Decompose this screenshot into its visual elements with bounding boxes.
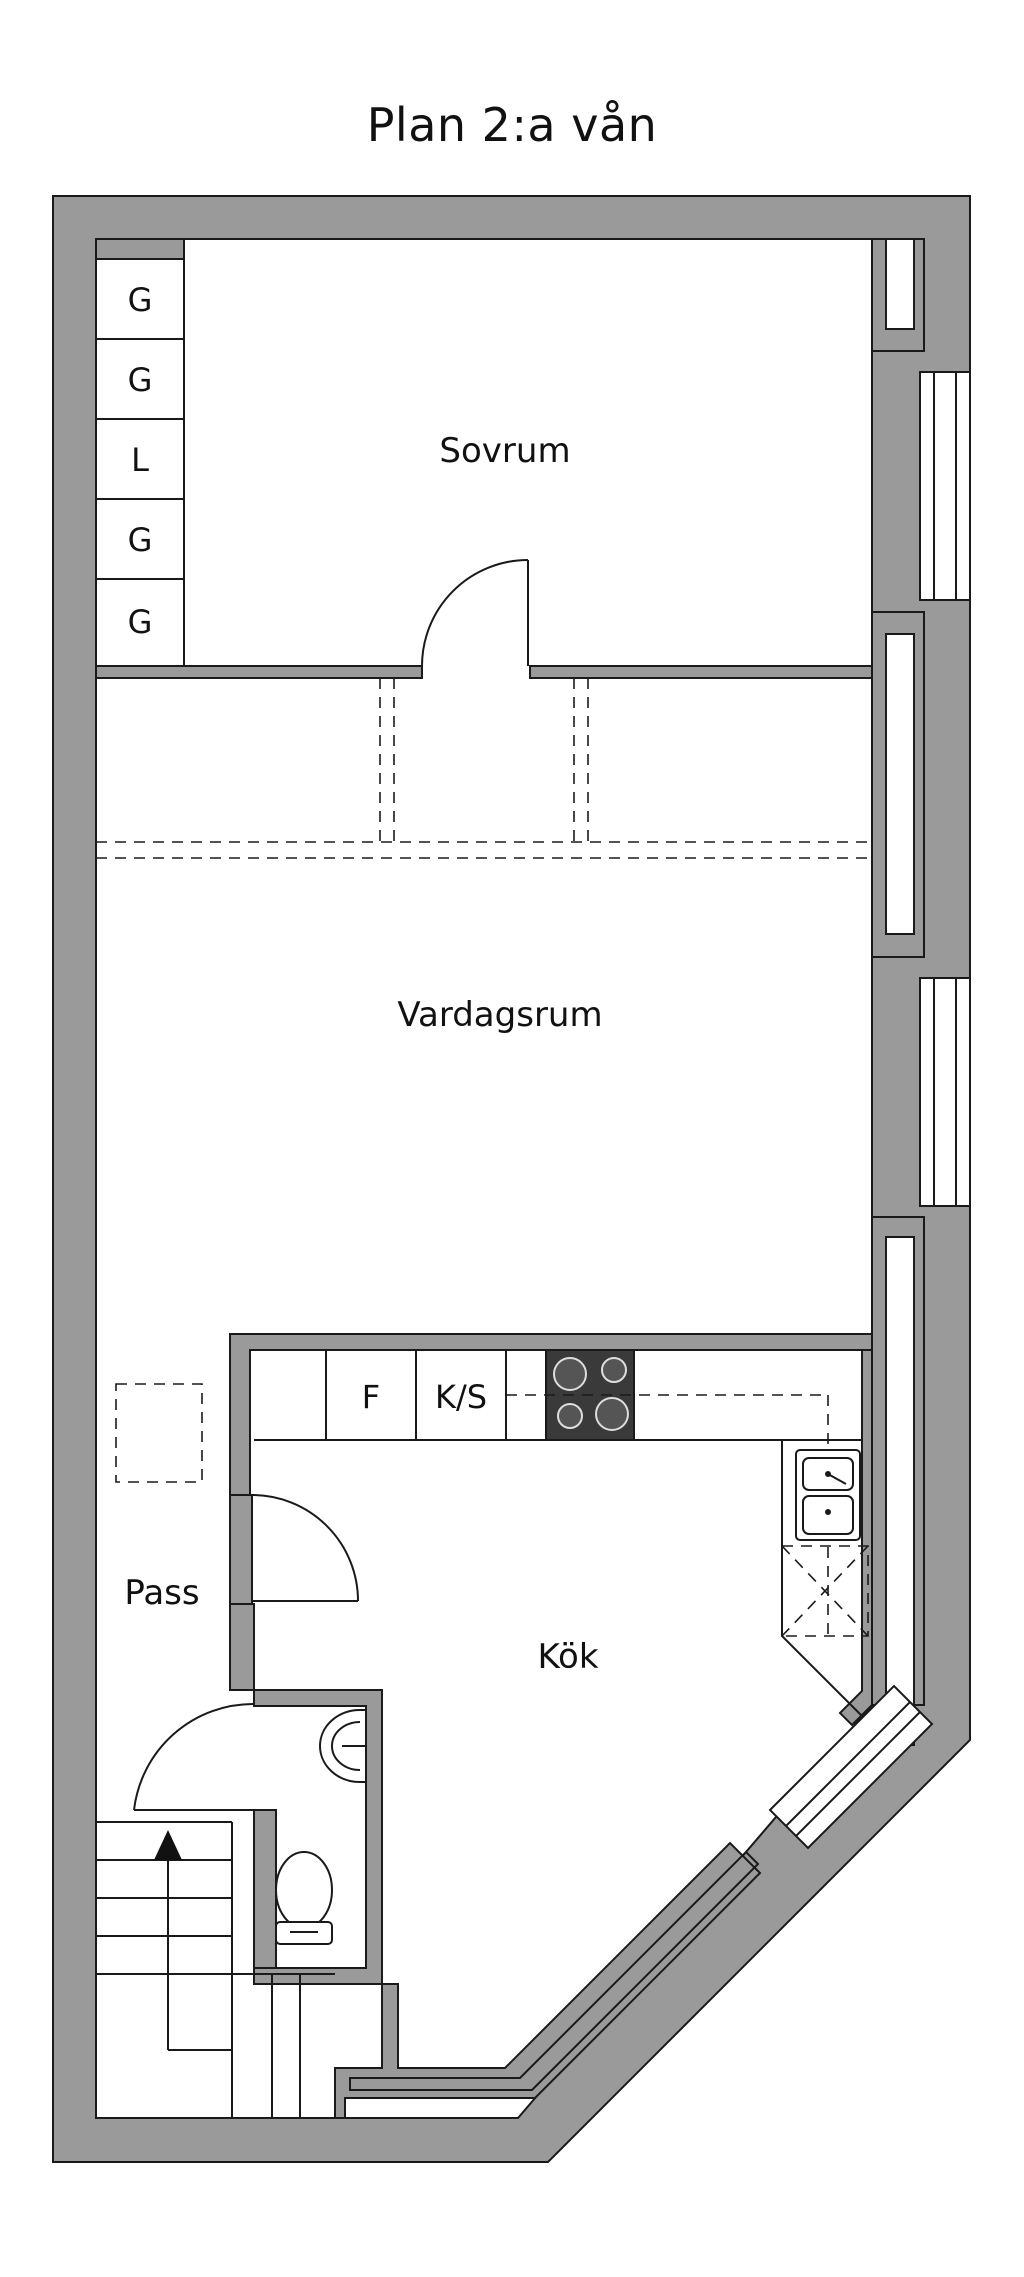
window-kitchen <box>768 1684 934 1850</box>
kitchen-mid-wall <box>229 1603 255 1691</box>
dishwasher-dashed <box>781 1545 869 1637</box>
freezer-fridge-label: K/S <box>435 1378 487 1416</box>
window-living <box>919 977 971 1207</box>
toilet-icon <box>275 1851 333 1945</box>
fridge-label: F <box>362 1378 380 1416</box>
bedroom-partition-wall <box>95 665 423 679</box>
counter-edge <box>254 1439 867 1721</box>
stair-up-arrow-icon <box>154 1830 182 1860</box>
right-inner-pillar-3 <box>885 1236 915 1746</box>
closet-stack: G G L G G <box>95 239 185 667</box>
staircase <box>96 1821 335 2118</box>
closet-label-4: G <box>128 521 153 559</box>
bottom-counter <box>349 1850 760 2091</box>
closet-label-3: L <box>131 441 149 479</box>
room-label-kitchen: Kök <box>537 1637 598 1677</box>
closet-label-5: G <box>128 603 153 641</box>
closet-column-wall <box>95 238 185 262</box>
room-label-living: Vardagsrum <box>397 995 602 1035</box>
kitchen-door <box>251 1494 359 1602</box>
outer-wall <box>52 195 971 2163</box>
window-bedroom <box>919 371 971 601</box>
ceiling-beams <box>96 678 872 859</box>
sink-icon <box>795 1449 861 1541</box>
room-label-bedroom: Sovrum <box>439 431 570 471</box>
wc-door <box>133 1702 255 1811</box>
wc-basin-icon <box>319 1709 367 1783</box>
bedroom-door <box>421 559 529 667</box>
hall-hatch <box>115 1383 203 1483</box>
closet-label-2: G <box>128 361 153 399</box>
closet-label-1: G <box>128 281 153 319</box>
stove-icon <box>545 1349 635 1441</box>
kitchen-left-wall <box>229 1494 253 1605</box>
room-label-hall: Pass <box>124 1573 199 1613</box>
bedroom-partition-wall-right <box>529 665 873 679</box>
right-inner-pillar-1 <box>885 238 915 330</box>
plan-title: Plan 2:a vån <box>366 98 658 152</box>
kitchen-lower-left-wall <box>253 1809 277 1969</box>
right-inner-pillar-2 <box>885 633 915 935</box>
